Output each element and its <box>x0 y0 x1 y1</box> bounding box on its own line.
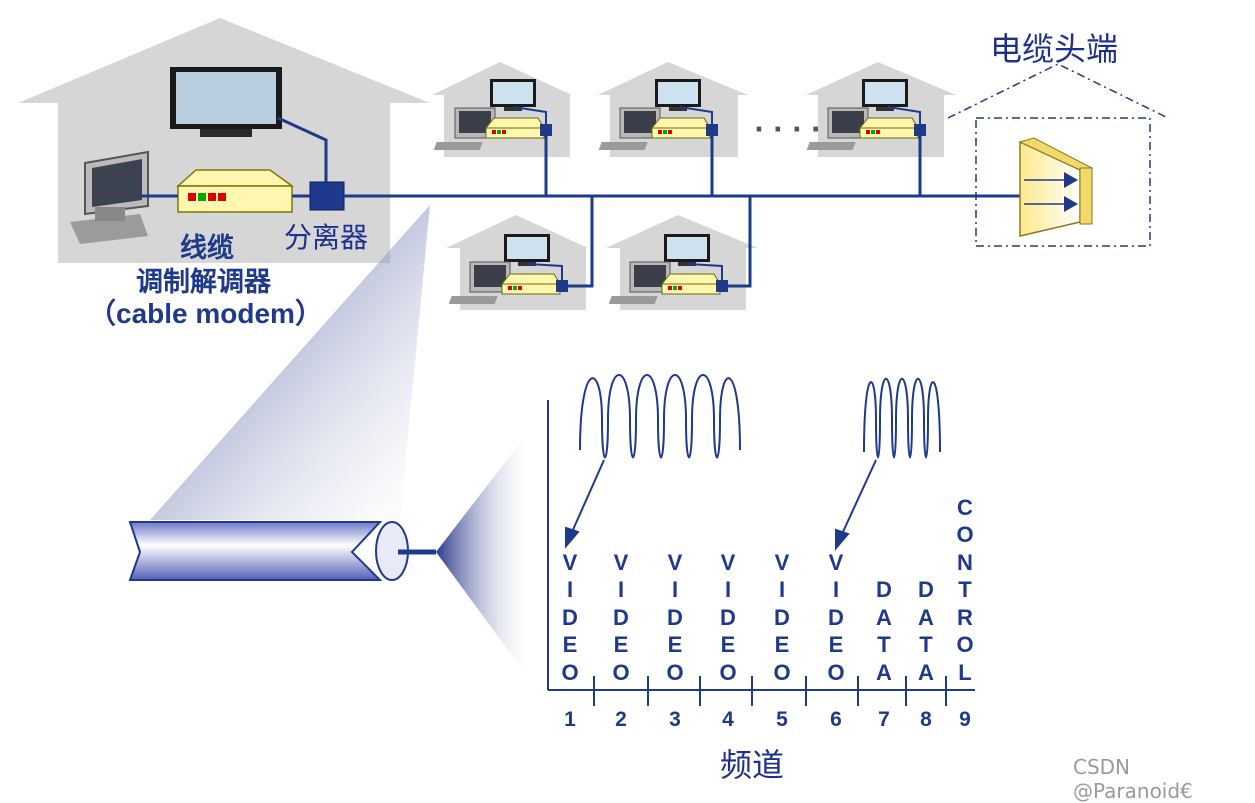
channel-number: 4 <box>722 708 734 731</box>
tv-icon <box>170 67 282 137</box>
splitter-icon <box>309 181 345 211</box>
channel-letter: N <box>957 549 973 575</box>
channel-number: 5 <box>776 708 788 731</box>
channel-letter: I <box>566 577 574 602</box>
channel-letter: O <box>666 659 684 685</box>
house-top-1 <box>432 62 572 157</box>
headend-transmitter-icon <box>1018 137 1094 237</box>
channel-letter: I <box>617 577 625 602</box>
channel-letter: O <box>956 522 974 547</box>
watermark: CSDN @Paranoid€ <box>1073 755 1193 803</box>
cable-modem-icon <box>176 169 295 213</box>
computer-icon <box>70 150 149 244</box>
channel-letter: L <box>958 659 972 685</box>
channel-number: 7 <box>878 708 890 731</box>
channel-number: 3 <box>669 708 681 731</box>
channel-letter: E <box>562 632 578 657</box>
channel-letter: A <box>876 659 892 685</box>
channel-letter: E <box>828 632 844 657</box>
coax-cable-icon <box>128 521 436 581</box>
channel-letter: E <box>774 632 790 657</box>
channel-letter: V <box>613 549 629 575</box>
channel-number: 8 <box>920 708 932 731</box>
headend-building <box>947 63 1169 247</box>
data-waveform <box>863 377 941 459</box>
channel-letter: E <box>613 632 629 657</box>
channel-letter: A <box>918 604 934 630</box>
cable-network-diagram: · · · · <box>18 18 1169 706</box>
channel-letter: C <box>957 494 973 520</box>
main-house-wiring <box>140 116 328 198</box>
channel-letter: I <box>832 577 840 602</box>
channel-letter: D <box>876 577 892 602</box>
channel-letter: I <box>778 577 786 602</box>
channel-letter: V <box>720 549 736 575</box>
channel-letter: A <box>918 659 934 685</box>
channel-letter: O <box>719 659 737 685</box>
channel-letter: D <box>774 604 790 630</box>
house-bottom-2 <box>606 215 758 310</box>
channel-dividers <box>593 676 947 706</box>
arrows <box>565 459 877 551</box>
splitter-label: 分离器 <box>284 221 369 254</box>
channel-letter: R <box>957 604 973 630</box>
channel-letter: O <box>773 659 791 685</box>
channel-letter: D <box>918 577 934 602</box>
video-waveform <box>579 374 741 459</box>
spectrum-beam <box>436 430 530 680</box>
channel-letter: D <box>613 604 629 630</box>
channel-letter: O <box>561 659 579 685</box>
channel-letter: O <box>612 659 630 685</box>
channel-letter: D <box>828 604 844 630</box>
channel-letter: A <box>876 604 892 630</box>
headend-label: 电缆头端 <box>990 30 1119 68</box>
zoom-beam <box>150 205 430 520</box>
channel-letter: I <box>671 577 679 602</box>
channel-letter: V <box>562 549 578 575</box>
channel-letter: D <box>720 604 736 630</box>
channel-letter: V <box>667 549 683 575</box>
frequency-axis-label: 频道 <box>720 746 785 784</box>
channel-number: 9 <box>959 708 971 731</box>
channel-number: 6 <box>830 708 842 731</box>
modem-label-line1: 线缆 <box>180 233 234 264</box>
house-top-2 <box>598 62 748 157</box>
modem-label-line3: （cable modem） <box>88 298 323 329</box>
frequency-axes <box>547 400 975 691</box>
channel-letter: I <box>724 577 732 602</box>
trunk-cable <box>344 136 1080 288</box>
ellipsis: · · · · <box>754 115 821 145</box>
channel-letter: D <box>562 604 578 630</box>
house-bottom-1 <box>446 215 588 310</box>
channel-letter: E <box>720 632 736 657</box>
channel-letter: T <box>958 577 972 602</box>
channel-letter: O <box>827 659 845 685</box>
channel-letter: V <box>774 549 790 575</box>
channel-number: 1 <box>564 708 576 731</box>
channel-letter: D <box>667 604 683 630</box>
channel-letter: T <box>919 632 933 657</box>
modem-label-line2: 调制解调器 <box>136 267 271 298</box>
channel-letter: T <box>877 632 891 657</box>
channel-number: 2 <box>615 708 627 731</box>
channel-letter: E <box>667 632 683 657</box>
channel-letter: V <box>828 549 844 575</box>
house-top-3 <box>806 62 956 157</box>
channel-letter: O <box>956 632 974 657</box>
